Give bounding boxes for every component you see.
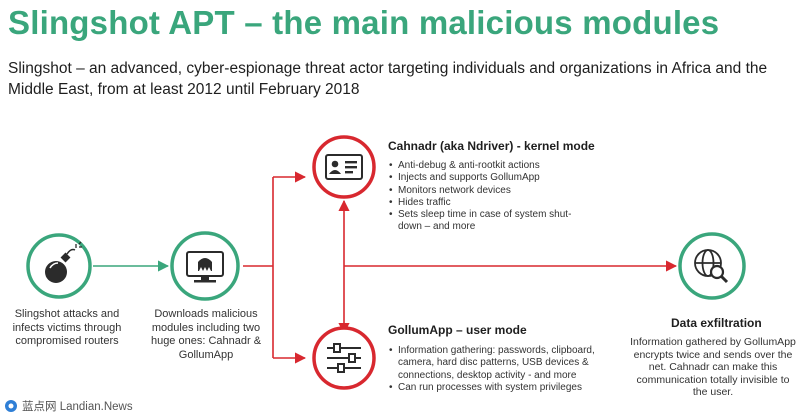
watermark: 蓝点网 Landian.News	[2, 397, 139, 415]
download-caption: Downloads malicious modules including tw…	[150, 308, 262, 361]
download-node	[170, 231, 240, 301]
infection-node	[26, 233, 92, 299]
exfiltration-caption: Information gathered by GollumApp encryp…	[630, 336, 796, 398]
exfiltration-node	[678, 232, 746, 300]
gollumapp-node	[312, 326, 376, 390]
infection-caption: Slingshot attacks and infects victims th…	[12, 308, 122, 347]
list-item: Hides traffic	[389, 197, 589, 210]
list-item: Can run processes with system privileges	[389, 382, 629, 395]
cahnadr-node	[312, 135, 376, 199]
cahnadr-bullets: Anti-debug & anti-rootkit actions Inject…	[389, 160, 589, 234]
id-card-icon	[325, 154, 363, 180]
exfiltration-heading: Data exfiltration	[671, 316, 762, 330]
list-item: Sets sleep time in case of system shut-d…	[389, 209, 589, 234]
list-item: Injects and supports GollumApp	[389, 172, 589, 185]
list-item: Monitors network devices	[389, 185, 589, 198]
page-subtitle: Slingshot – an advanced, cyber-espionage…	[8, 60, 768, 98]
watermark-logo-icon	[5, 400, 17, 412]
cahnadr-heading: Cahnadr (aka Ndriver) - kernel mode	[388, 139, 595, 153]
sliders-icon	[327, 343, 361, 373]
globe-search-icon	[694, 249, 729, 284]
monitor-malware-icon	[186, 251, 224, 283]
gollumapp-heading: GollumApp – user mode	[388, 323, 527, 337]
gollumapp-bullets: Information gathering: passwords, clipbo…	[389, 345, 629, 394]
list-item: Anti-debug & anti-rootkit actions	[389, 160, 589, 173]
list-item: Information gathering: passwords, clipbo…	[389, 345, 629, 382]
bomb-icon	[45, 241, 82, 283]
watermark-text: 蓝点网 Landian.News	[22, 401, 133, 413]
connector-download-branch	[243, 171, 307, 364]
page-title: Slingshot APT – the main malicious modul…	[8, 4, 720, 41]
